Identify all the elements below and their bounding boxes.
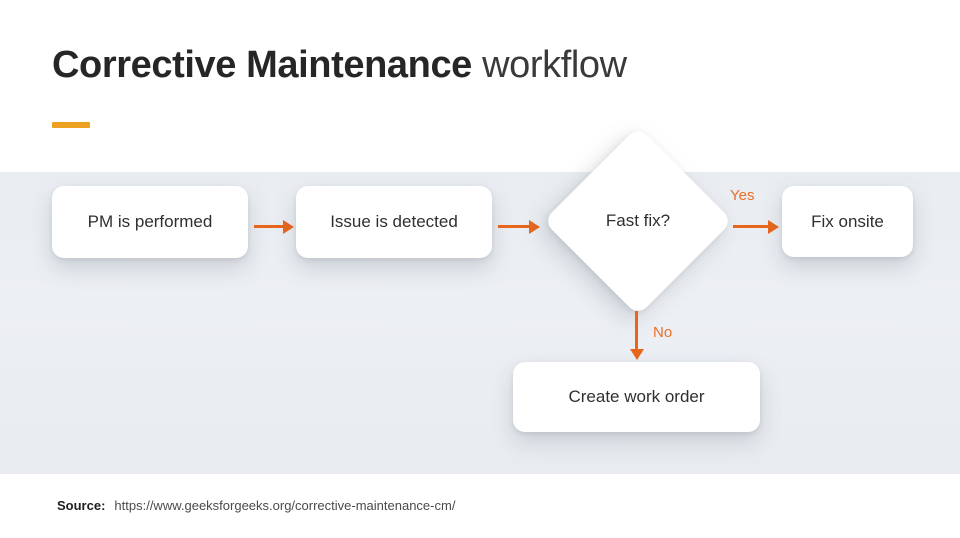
page-title-light: workflow xyxy=(471,44,627,86)
connector-decision-to-create-work-order xyxy=(630,311,644,362)
flow-node-label-wrapper: Fast fix? xyxy=(543,126,733,316)
source-url[interactable]: https://www.geeksforgeeks.org/corrective… xyxy=(114,498,456,513)
page-title: Corrective Maintenance workflow xyxy=(52,43,627,89)
connector-issue-to-decision xyxy=(498,220,543,234)
flow-node-label: PM is performed xyxy=(87,212,213,231)
connector-line xyxy=(254,225,286,228)
arrow-right-icon xyxy=(529,220,540,234)
arrow-right-icon xyxy=(283,220,294,234)
flow-node-fix-onsite[interactable]: Fix onsite xyxy=(782,186,913,257)
accent-bar xyxy=(52,122,90,128)
source-footer: Source: https://www.geeksforgeeks.org/co… xyxy=(57,498,455,513)
edge-label-yes: Yes xyxy=(730,187,755,204)
flow-node-label: Fix onsite xyxy=(811,211,884,231)
page-title-bold: Corrective Maintenance xyxy=(52,44,472,86)
arrow-right-icon xyxy=(768,220,779,234)
flow-node-label: Fast fix? xyxy=(605,211,671,230)
connector-line xyxy=(733,225,771,228)
slide-header: Corrective Maintenance workflow xyxy=(0,0,960,172)
flow-node-label: Create work order xyxy=(568,387,705,406)
flow-node-create-work-order[interactable]: Create work order xyxy=(513,362,760,432)
edge-label-no: No xyxy=(653,324,673,341)
flow-node-issue-is-detected[interactable]: Issue is detected xyxy=(296,186,492,258)
source-label: Source: xyxy=(57,498,106,513)
flow-node-decision-fast-fix[interactable]: Fast fix? xyxy=(543,126,733,316)
connector-pm-to-issue xyxy=(254,220,296,234)
arrow-down-icon xyxy=(630,349,644,360)
flow-node-pm-is-performed[interactable]: PM is performed xyxy=(52,186,248,258)
connector-line xyxy=(635,311,638,352)
flow-node-label: Issue is detected xyxy=(330,212,458,231)
connector-line xyxy=(498,225,532,228)
connector-decision-to-fix-onsite xyxy=(733,220,782,234)
